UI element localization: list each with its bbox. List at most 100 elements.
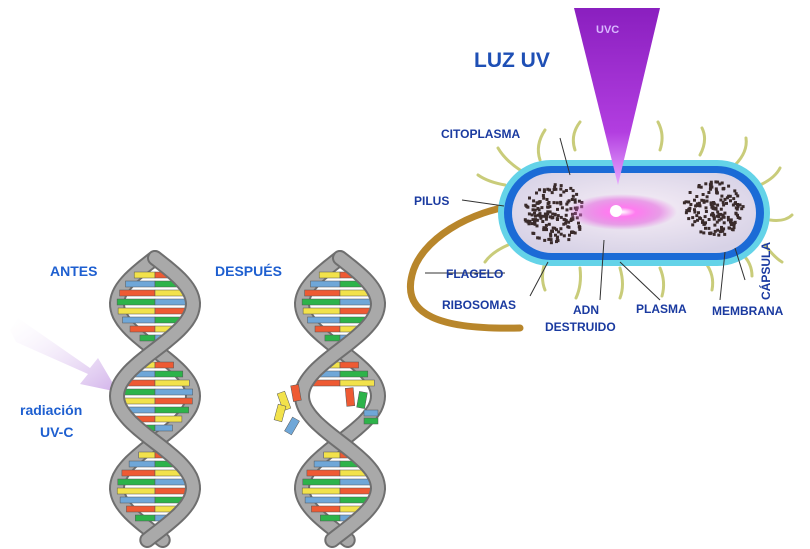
ribosome-dot — [547, 222, 551, 226]
label-uvc: UV-C — [40, 424, 73, 440]
ribosome-dot — [555, 228, 558, 232]
base-pair-left — [302, 478, 341, 486]
ribosome-dot — [689, 203, 693, 206]
ribosome-dot — [577, 221, 580, 225]
ribosome-dot — [712, 217, 716, 221]
ribosome-dot — [734, 192, 738, 196]
dna-helix-before — [108, 250, 202, 548]
base-pair-left — [129, 325, 156, 333]
ribosome-dot — [566, 200, 570, 204]
ribosome-dot — [691, 223, 695, 227]
ribosome-dot — [548, 210, 552, 214]
ribosome-dot — [703, 222, 707, 226]
ribosome-dot — [723, 211, 727, 215]
ribosome-dot — [721, 213, 725, 217]
flagellum — [407, 201, 524, 332]
dna-helix-after — [273, 250, 387, 548]
ribosome-dot — [553, 185, 557, 189]
ribosome-dot — [550, 216, 554, 220]
ribosome-dot — [716, 210, 720, 214]
ribosome-dot — [555, 217, 559, 221]
ribosome-dot — [725, 196, 729, 200]
uv-impact-point — [610, 205, 622, 217]
ribosome-dot — [573, 231, 577, 235]
base-pair-right — [339, 379, 375, 387]
ribosome-dot — [564, 219, 568, 223]
ribosome-dot — [534, 218, 538, 222]
ribosome-dot — [531, 204, 535, 208]
ribosome-dot — [721, 215, 725, 219]
ribosome-dot — [695, 204, 699, 207]
ribosome-dot — [541, 220, 545, 223]
ribosome-dot — [545, 198, 549, 201]
base-pair-left — [116, 487, 156, 495]
ribosome-dot — [708, 183, 712, 187]
base-pair-left — [119, 496, 156, 504]
label-capsula: CÁPSULA — [758, 242, 773, 300]
label-citoplasma: CITOPLASMA — [441, 127, 520, 141]
ribosome-dot — [727, 184, 731, 188]
ribosome-dot — [717, 213, 721, 217]
ribosome-dot — [709, 202, 713, 206]
ribosome-dot — [575, 192, 579, 196]
ribosome-dot — [554, 187, 558, 191]
ribosome-dot — [568, 233, 571, 237]
ribosome-dot — [721, 187, 725, 191]
ribosome-dot — [702, 199, 706, 203]
ribosome-dot — [538, 213, 541, 217]
ribosome-dot — [728, 194, 732, 198]
ribosome-dot — [528, 219, 532, 223]
ribosome-dot — [559, 184, 563, 188]
ribosome-dot — [578, 227, 582, 231]
ribosome-dot — [708, 187, 712, 191]
label-plasma: PLASMA — [636, 302, 687, 316]
ribosome-dot — [717, 233, 721, 237]
uv-beam — [574, 8, 660, 185]
base-pair-right — [154, 415, 183, 423]
ribosome-dot — [716, 180, 720, 184]
ribosome-dot — [705, 199, 709, 203]
base-pair-left — [304, 496, 341, 504]
ribosome-dot — [691, 216, 695, 220]
label-ribosomas: RIBOSOMAS — [442, 298, 516, 312]
ribosome-dot — [732, 197, 736, 201]
ribosome-dot — [546, 210, 550, 214]
base-pair-left — [128, 460, 156, 468]
damaged-base-fragment — [344, 387, 356, 407]
ribosome-dot — [687, 217, 691, 221]
ribosome-dot — [562, 217, 566, 221]
label-pilus: PILUS — [414, 194, 449, 208]
ribosome-dot — [701, 220, 704, 224]
ribosome-dot — [528, 196, 531, 200]
ribosome-dot — [548, 205, 552, 209]
ribosome-dot — [549, 241, 553, 245]
base-pair-left — [311, 505, 341, 513]
ribosome-dot — [577, 225, 581, 229]
base-pair-left — [117, 478, 156, 486]
base-pair-right — [154, 370, 184, 378]
ribosome-dot — [701, 193, 705, 196]
ribosome-dot — [541, 214, 545, 218]
ribosome-dot — [537, 208, 541, 212]
base-pair-left — [313, 460, 341, 468]
base-pair-left — [301, 487, 341, 495]
ribosome-dot — [532, 199, 536, 203]
base-pair-left — [138, 451, 156, 459]
base-pair-left — [117, 307, 156, 315]
base-pair-left — [302, 307, 341, 315]
ribosome-dot — [732, 226, 736, 230]
ribosome-dot — [540, 206, 544, 210]
ribosome-dot — [552, 188, 556, 191]
ribosome-dot — [696, 218, 699, 222]
base-pair-right — [339, 361, 359, 369]
ribosome-dot — [559, 232, 563, 236]
ribosome-dot — [550, 229, 554, 233]
ribosome-dot — [542, 188, 546, 192]
ribosome-dot — [544, 217, 548, 221]
label-radiacion: radiación — [20, 402, 82, 418]
ribosome-dot — [698, 204, 702, 208]
ribosome-dot — [704, 206, 708, 210]
base-pair-left — [310, 280, 341, 288]
ribosome-dot — [738, 203, 742, 207]
ribosome-dot — [527, 212, 531, 216]
